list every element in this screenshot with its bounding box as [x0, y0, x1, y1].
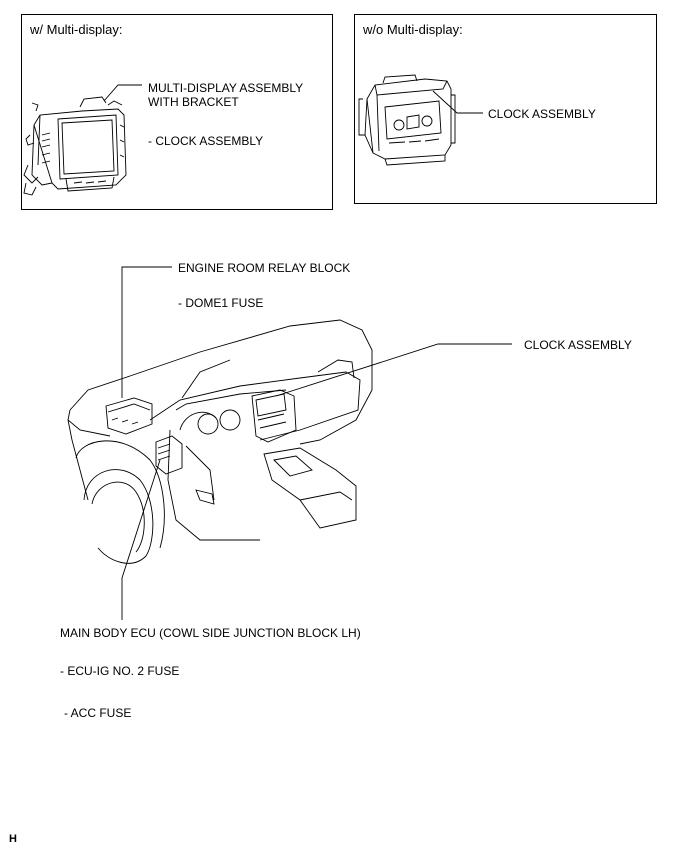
- multi-display-callout-line2: WITH BRACKET: [148, 95, 239, 109]
- without-multi-display-title: w/o Multi-display:: [363, 22, 463, 37]
- clock-assembly-callout: CLOCK ASSEMBLY: [488, 107, 596, 121]
- acc-fuse-label: - ACC FUSE: [64, 706, 132, 720]
- main-body-ecu-label: MAIN BODY ECU (COWL SIDE JUNCTION BLOCK …: [60, 626, 361, 640]
- figure-code-letter: H: [9, 833, 17, 845]
- clock-assembly-illustration: [358, 74, 483, 166]
- multi-display-callout-line1: MULTI-DISPLAY ASSEMBLY: [148, 81, 304, 95]
- dome1-fuse-label: - DOME1 FUSE: [178, 296, 264, 310]
- without-multi-display-panel: w/o Multi-display: CLOCK ASSEMBLY: [354, 14, 657, 204]
- clock-assembly-label: CLOCK ASSEMBLY: [524, 338, 632, 352]
- engine-room-relay-block-label: ENGINE ROOM RELAY BLOCK: [178, 261, 351, 275]
- clock-assembly-sub-item: - CLOCK ASSEMBLY: [148, 134, 264, 148]
- ecu-ig-no2-fuse-label: - ECU-IG NO. 2 FUSE: [60, 664, 180, 678]
- engine-room-leader: [121, 266, 172, 398]
- main-body-ecu-leader: [121, 459, 161, 620]
- with-multi-display-panel: w/ Multi-display: MULTI-DISPLAY ASSEMBLY…: [21, 14, 333, 210]
- clock-assembly-leader: [275, 343, 512, 397]
- multi-display-assembly-illustration: [23, 84, 142, 196]
- with-multi-display-title: w/ Multi-display:: [30, 22, 123, 37]
